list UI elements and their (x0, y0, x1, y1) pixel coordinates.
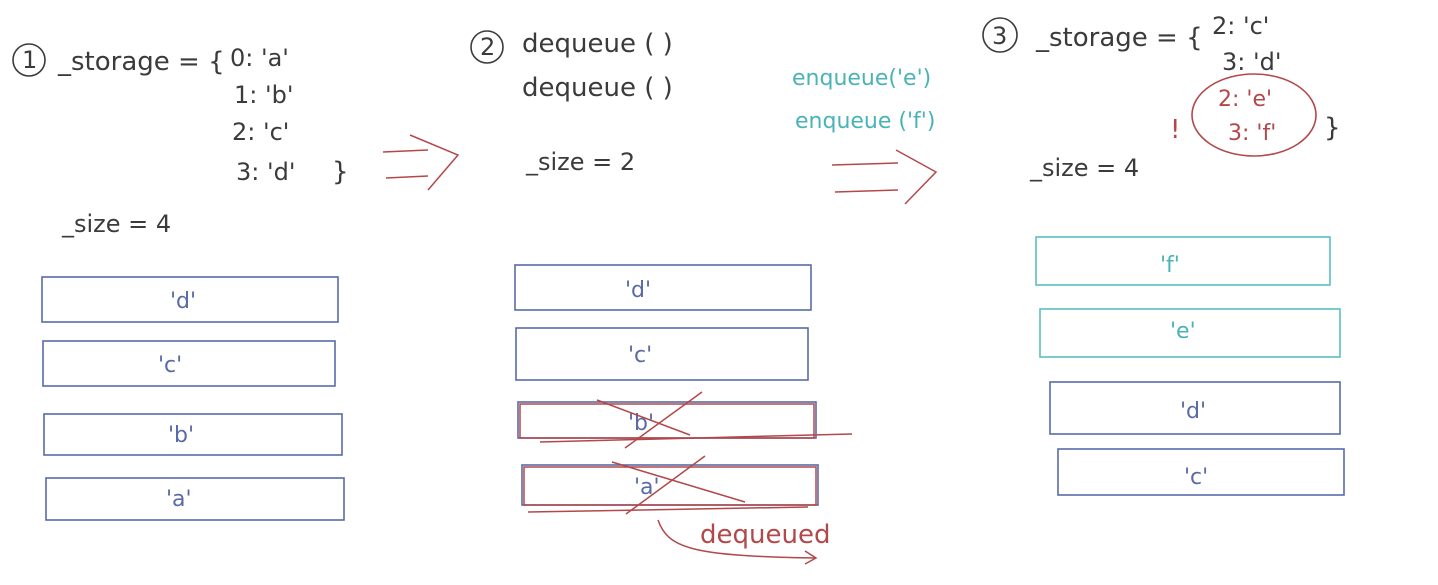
stack-slot-label: 'f' (1160, 253, 1180, 278)
enqueue-ops: enqueue('e') enqueue ('f') (792, 66, 935, 134)
dequeued-annotation: dequeued (657, 519, 830, 565)
dequeue-op: dequeue ( ) (522, 73, 673, 103)
stack-slot (43, 413, 343, 456)
step-3-entry: 2: 'c' (1212, 12, 1269, 40)
stack-slot (1057, 448, 1345, 496)
stack-slot-label: 'b' (168, 423, 194, 448)
cross-out (596, 399, 691, 436)
stack-slot (45, 477, 345, 521)
stack-slot (42, 340, 336, 387)
step-2-size-label: _size = 2 (525, 148, 635, 176)
step-2: 2 dequeue ( ) dequeue ( ) _size = 2 'd' … (470, 29, 853, 565)
step-1-number: 1 (22, 46, 37, 74)
stack-slot-label: 'c' (628, 343, 652, 368)
stack-slot (41, 276, 339, 323)
step-3-stack: 'f' 'e' 'd' 'c' (1035, 236, 1345, 496)
step-1-circle (12, 43, 46, 77)
step-3: 3 _storage = { 2: 'c' 3: 'd' 2: 'e' 3: '… (982, 12, 1345, 496)
dequeue-op: dequeue ( ) (522, 29, 673, 59)
step-1-close-brace: } (332, 157, 349, 187)
dequeued-arrow (657, 519, 816, 559)
strike-line (527, 506, 809, 513)
step-3-entry: 3: 'd' (1222, 48, 1281, 76)
stack-slot-label: 'c' (158, 353, 182, 378)
stack-slot (514, 264, 812, 311)
stack-slot-label: 'a' (166, 487, 192, 512)
step-1-entry: 2: 'c' (232, 118, 289, 146)
step-3-number: 3 (992, 22, 1007, 50)
step-3-storage-label: _storage = { (1035, 23, 1203, 53)
step-2-circle (470, 30, 504, 64)
strike-line (539, 433, 853, 443)
stack-slot-label: 'b' (628, 411, 654, 436)
removed-outline (523, 466, 817, 506)
arrow-head (409, 134, 460, 191)
arrow-line (385, 175, 429, 179)
stack-slot (1039, 308, 1341, 358)
step-3-new-entry: 3: 'f' (1228, 121, 1276, 146)
stack-slot-removed (517, 401, 817, 439)
enqueue-op: enqueue('e') (792, 66, 931, 91)
step-1-entry: 0: 'a' (230, 44, 289, 72)
stack-slot-label: 'd' (170, 289, 196, 314)
step-3-size-label: _size = 4 (1029, 154, 1139, 182)
step-2-stack: 'd' 'c' 'b' 'a' (514, 264, 853, 515)
step-3-new-entry: 2: 'e' (1218, 87, 1272, 112)
stack-slot (1035, 236, 1331, 286)
arrow-line (831, 162, 899, 166)
arrow-head (895, 149, 938, 205)
arrow-line (834, 189, 899, 193)
step-1-size-label: _size = 4 (61, 210, 171, 238)
stack-slot (515, 327, 809, 381)
step-1-entry: 1: 'b' (234, 81, 293, 109)
step-1: 1 _storage = { 0: 'a' 1: 'b' 2: 'c' 3: '… (12, 43, 349, 521)
cross-out (611, 461, 746, 503)
step-3-bang: ! (1170, 115, 1180, 145)
stack-slot-label: 'c' (1184, 465, 1208, 490)
step-3-close-brace: } (1324, 113, 1341, 143)
stack-slot-label: 'a' (634, 475, 660, 500)
cross-out (625, 455, 706, 515)
stack-slot-label: 'e' (1170, 319, 1196, 344)
stack-slot-label: 'd' (625, 278, 651, 303)
new-entries-circle (1191, 73, 1317, 157)
step-2-number: 2 (480, 33, 495, 61)
arrow-step-2-to-3 (831, 149, 938, 205)
stack-slot (1049, 381, 1341, 435)
arrow-step-1-to-2 (382, 134, 460, 191)
step-1-stack: 'd' 'c' 'b' 'a' (41, 276, 345, 521)
step-1-storage-label: _storage = { (57, 47, 225, 77)
stack-slot-label: 'd' (1180, 399, 1206, 424)
dequeued-label: dequeued (700, 520, 830, 550)
cross-out (624, 391, 703, 449)
arrow-line (382, 149, 429, 153)
step-1-entry: 3: 'd' (236, 158, 295, 186)
stack-slot-removed (521, 464, 819, 506)
enqueue-op: enqueue ('f') (795, 109, 935, 134)
step-3-circle (982, 17, 1018, 53)
removed-outline (519, 403, 815, 439)
dequeued-arrow-head (804, 550, 818, 565)
